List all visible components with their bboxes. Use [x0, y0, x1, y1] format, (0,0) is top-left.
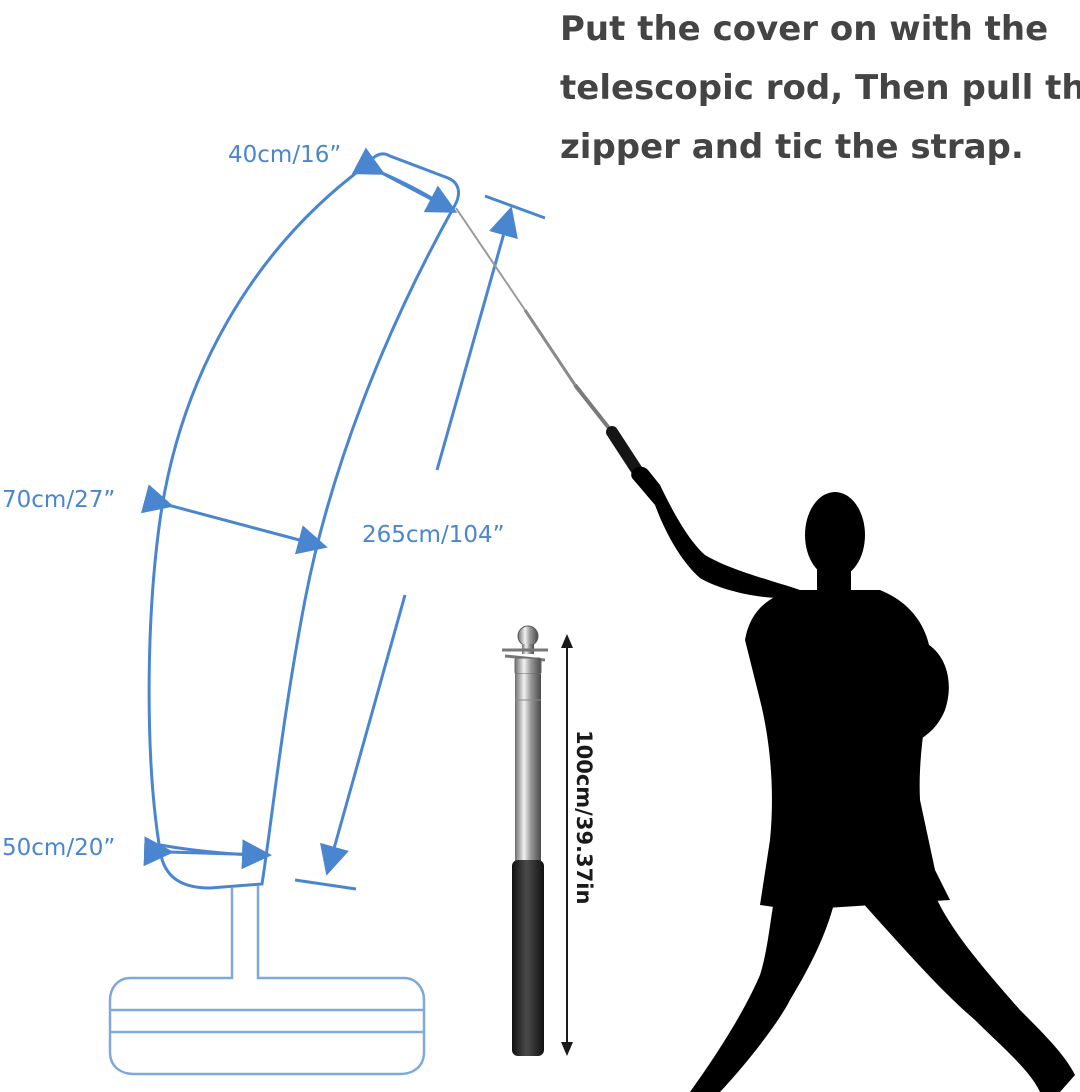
- person-silhouette-icon: [631, 466, 1075, 1092]
- instructions-line-3: zipper and tic the strap.: [560, 127, 1024, 167]
- rod-length-dimension: [561, 634, 573, 1056]
- bottom-width-label: 50cm/20”: [2, 835, 115, 861]
- instructions-line-2: telescopic rod, Then pull the: [560, 68, 1080, 108]
- length-label: 265cm/104”: [362, 522, 505, 548]
- instructions-text: Put the cover on with the telescopic rod…: [560, 0, 1080, 177]
- dimension-lines: [140, 147, 546, 891]
- top-width-label: 40cm/16”: [228, 142, 341, 168]
- extended-rod: [455, 207, 646, 481]
- telescopic-rod-icon: [502, 625, 548, 1056]
- umbrella-base: [108, 886, 426, 1076]
- mid-width-label: 70cm/27”: [2, 487, 115, 513]
- instructions-line-1: Put the cover on with the: [560, 9, 1049, 49]
- umbrella-cover-outline: [147, 152, 460, 890]
- rod-length-label: 100cm/39.37in: [572, 730, 596, 904]
